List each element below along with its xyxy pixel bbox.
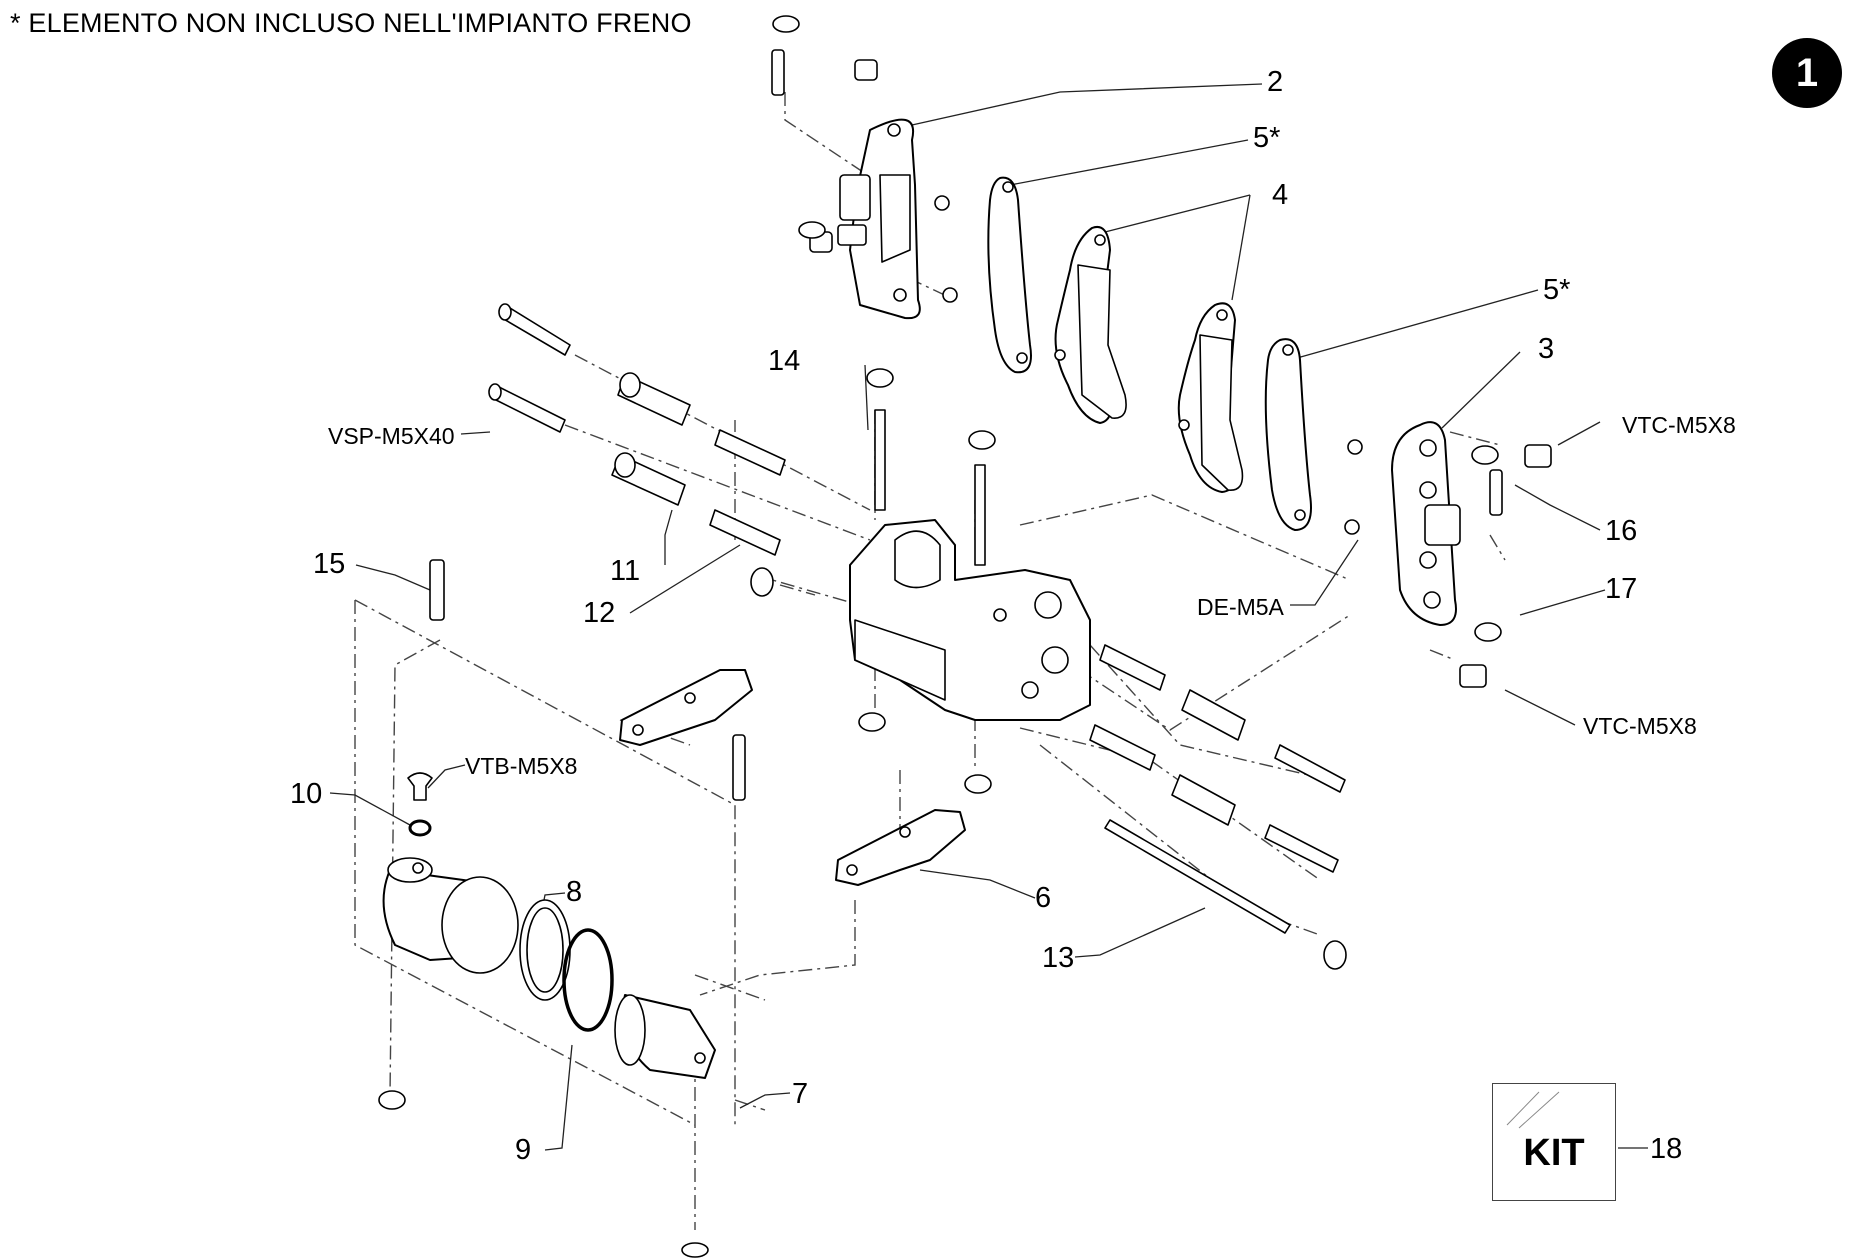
small-o-ring-10 <box>408 819 432 837</box>
callout-7: 7 <box>792 1078 809 1110</box>
callout-13: 13 <box>1042 942 1075 974</box>
bushing-right-lower <box>1171 774 1236 826</box>
kit-label: KIT <box>1523 1132 1585 1174</box>
bolt-vsp-upper <box>498 303 571 356</box>
callout-10: 10 <box>290 778 323 810</box>
callout-2: 2 <box>1267 66 1284 98</box>
screw-vtc-upper <box>1524 444 1552 468</box>
caliper-body <box>849 519 1091 721</box>
callout-de-m5a: DE-M5A <box>1197 594 1284 620</box>
bushing-upper <box>617 372 691 426</box>
screw-top <box>854 59 878 81</box>
callout-vtc-m5x8-lower: VTC-M5X8 <box>1583 713 1697 739</box>
pin-body <box>974 464 986 566</box>
bolt-right-lower <box>1264 824 1339 873</box>
o-ring-9 <box>562 928 614 1032</box>
upper-bracket <box>619 669 753 746</box>
pin-16 <box>1489 469 1503 516</box>
callout-vtb-m5x8: VTB-M5X8 <box>465 753 578 779</box>
screw-vtc-lower <box>1459 664 1487 688</box>
leader-lines <box>329 83 1648 1151</box>
bolt-right-upper <box>1274 744 1346 793</box>
long-pin-13 <box>1104 819 1291 934</box>
callout-16: 16 <box>1605 515 1638 547</box>
lower-bracket-6 <box>835 809 966 886</box>
callout-9: 9 <box>515 1134 532 1166</box>
bushing-11 <box>611 452 686 506</box>
brake-pad-4-upper <box>1054 226 1127 424</box>
callout-15: 15 <box>313 548 346 580</box>
kit-bag-reflection <box>1506 1091 1560 1129</box>
piston-7 <box>614 994 716 1079</box>
brake-plate-5-lower <box>1264 338 1312 531</box>
pin-15 <box>429 559 445 621</box>
callout-14: 14 <box>768 345 801 377</box>
spring-right-lower <box>1089 724 1156 771</box>
callout-8: 8 <box>566 876 583 908</box>
small-nuts <box>934 195 1363 535</box>
brake-plate-5-upper <box>987 176 1032 374</box>
spring-upper <box>714 429 786 476</box>
callout-6: 6 <box>1035 882 1052 914</box>
callout-17: 17 <box>1605 573 1638 605</box>
callout-5-upper: 5* <box>1253 122 1281 154</box>
callout-11: 11 <box>610 555 641 587</box>
bolt-vsp-lower <box>488 383 566 433</box>
callout-3: 3 <box>1538 333 1555 365</box>
pin-14 <box>874 409 886 511</box>
upper-caliper-half <box>837 118 921 320</box>
spring-right-upper <box>1099 644 1166 691</box>
callout-vsp-m5x40: VSP-M5X40 <box>328 423 455 449</box>
screw-vtb <box>407 772 433 801</box>
spring-12 <box>709 509 781 556</box>
callout-18: 18 <box>1650 1133 1683 1165</box>
circlips <box>378 15 1502 1258</box>
callout-vtc-m5x8-upper: VTC-M5X8 <box>1622 412 1736 438</box>
pin-bracket <box>732 734 746 801</box>
lower-caliper-half-3 <box>1391 421 1461 626</box>
cylinder-housing <box>382 857 519 974</box>
exclusion-note: * ELEMENTO NON INCLUSO NELL'IMPIANTO FRE… <box>10 8 692 38</box>
callout-4: 4 <box>1272 179 1289 211</box>
kit-package: KIT <box>1492 1083 1616 1201</box>
page-number-badge: 1 <box>1772 38 1842 108</box>
bushing-right-upper <box>1181 689 1246 741</box>
pin-upper <box>771 49 785 96</box>
callout-5-lower: 5* <box>1543 274 1571 306</box>
brake-pad-4-lower <box>1177 302 1244 493</box>
seal-ring-8 <box>519 899 571 1001</box>
callout-12: 12 <box>583 597 616 629</box>
